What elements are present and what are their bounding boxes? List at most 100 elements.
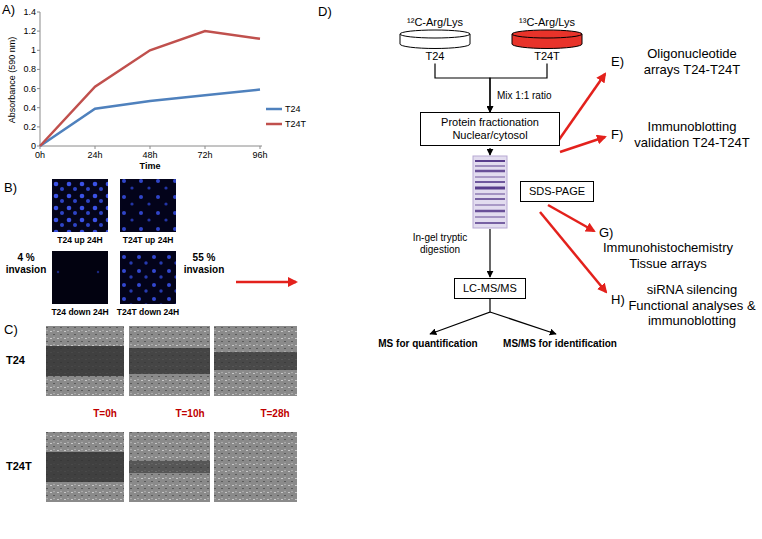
- image-caption: T24 up 24H: [57, 235, 102, 245]
- flow-arrow: [430, 298, 490, 334]
- tick-label: 1: [31, 45, 36, 56]
- panel-letter: C): [4, 322, 18, 338]
- wound-photo: [129, 326, 210, 396]
- wound-gap: [46, 452, 124, 482]
- legend-line-stroke: [266, 108, 282, 111]
- process-box: SDS-PAGE: [520, 181, 594, 202]
- image-caption: T24T down 24H: [117, 307, 179, 317]
- flow-arrow: [490, 312, 556, 334]
- wound-photo: [129, 432, 210, 502]
- image-caption: T24 down 24H: [51, 307, 108, 317]
- tick-label: 24h: [87, 150, 102, 161]
- time-label: T=28h: [260, 408, 289, 420]
- cell-line-label: T24T: [534, 50, 560, 63]
- culture-dish: ¹³C-Arg/LysT24T: [511, 16, 583, 63]
- tick-label: 0h: [35, 150, 45, 161]
- time-label: T=0h: [93, 408, 117, 420]
- wound-photo: [46, 326, 124, 396]
- analysis-label: Immunohistochemistry Tissue arrays: [593, 240, 743, 271]
- growth-chart: [37, 12, 262, 149]
- flow-arrow: [489, 229, 490, 277]
- gel-band: [475, 160, 505, 162]
- panel-letter: D): [318, 4, 332, 20]
- wound-photo: [214, 432, 297, 502]
- connector: [490, 63, 547, 112]
- output-label: MS/MS for identification: [503, 338, 617, 350]
- axis-title: Time: [140, 161, 161, 172]
- legend-line: [266, 105, 282, 113]
- isotope-label: ¹³C-Arg/Lys: [519, 16, 575, 29]
- image-caption: T24T up 24H: [123, 235, 174, 245]
- process-box: LC-MS/MS: [454, 278, 526, 299]
- wound-images: [46, 326, 297, 502]
- legend-line-stroke: [266, 123, 282, 126]
- output-label: MS for quantification: [378, 338, 477, 350]
- tick-label: 1.2: [23, 26, 36, 37]
- wound-gap: [129, 461, 210, 473]
- step-label: Mix 1:1 ratio: [497, 90, 551, 102]
- red-arrow: [236, 281, 296, 284]
- gel-band: [475, 198, 505, 200]
- panel-letter: E): [611, 54, 624, 70]
- gel-band: [475, 193, 505, 195]
- micrograph: [52, 179, 108, 232]
- connector: [435, 63, 490, 112]
- t24t-line: [40, 31, 260, 146]
- wound-photo: [46, 432, 124, 502]
- legend-entry: T24: [266, 104, 301, 115]
- step-label: In-gel tryptic digestion: [400, 232, 480, 256]
- time-label: T=10h: [175, 408, 204, 420]
- micrograph: [120, 179, 176, 232]
- invasion-percent: 4 % invasion: [3, 252, 49, 276]
- red-arrow: [560, 137, 605, 152]
- wound-gap: [214, 352, 297, 370]
- red-arrow: [556, 74, 605, 144]
- panel-letter: G): [599, 225, 613, 241]
- gel-lane: [473, 156, 507, 228]
- cell-line-label: T24: [426, 50, 445, 63]
- t24-line: [40, 90, 260, 147]
- chart-axes: [40, 12, 262, 146]
- axis-ticks: [37, 12, 260, 149]
- panel-letter: H): [611, 292, 625, 308]
- tick-label: 0: [31, 141, 36, 152]
- row-label: T24: [6, 354, 25, 367]
- gel-band: [475, 176, 505, 178]
- wound-gap: [46, 346, 124, 376]
- invasion-images: [52, 179, 176, 304]
- wound-gap: [129, 348, 210, 374]
- gel-band: [475, 187, 505, 190]
- dish-shape: [399, 29, 471, 50]
- sds-gel: [473, 156, 507, 228]
- dish-rim: [400, 30, 470, 38]
- gel-band: [475, 165, 505, 167]
- tick-label: 0.4: [23, 102, 36, 113]
- process-box: Protein fractionation Nuclear/cytosol: [420, 112, 560, 146]
- gel-band: [475, 204, 505, 206]
- invasion-percent: 55 % invasion: [181, 252, 227, 276]
- tick-label: 48h: [142, 150, 157, 161]
- wound-photo: [214, 326, 297, 396]
- gel-band: [475, 170, 505, 173]
- gel-band: [475, 216, 505, 218]
- gel-band: [475, 181, 505, 183]
- flow-arrow: [489, 148, 490, 155]
- tick-label: 96h: [252, 150, 267, 161]
- tick-label: 1.4: [23, 7, 36, 18]
- row-label: T24T: [6, 460, 32, 473]
- tick-label: 0.6: [23, 83, 36, 94]
- red-arrow: [548, 205, 594, 231]
- analysis-label: Immunoblotting validation T24-T24T: [633, 119, 751, 150]
- gel-band: [475, 222, 505, 224]
- legend-entry: T24T: [266, 119, 306, 130]
- dish-rim: [512, 30, 582, 38]
- panel-letter: A): [2, 2, 15, 18]
- tick-label: 72h: [197, 150, 212, 161]
- legend-text: T24: [285, 104, 301, 115]
- isotope-label: ¹²C-Arg/Lys: [407, 16, 463, 29]
- analysis-label: siRNA silencing Functional analyses & im…: [628, 282, 756, 329]
- axis-title: Absorbance (590 nm): [7, 37, 18, 124]
- panel-letter: B): [4, 180, 17, 196]
- gel-band: [475, 210, 505, 213]
